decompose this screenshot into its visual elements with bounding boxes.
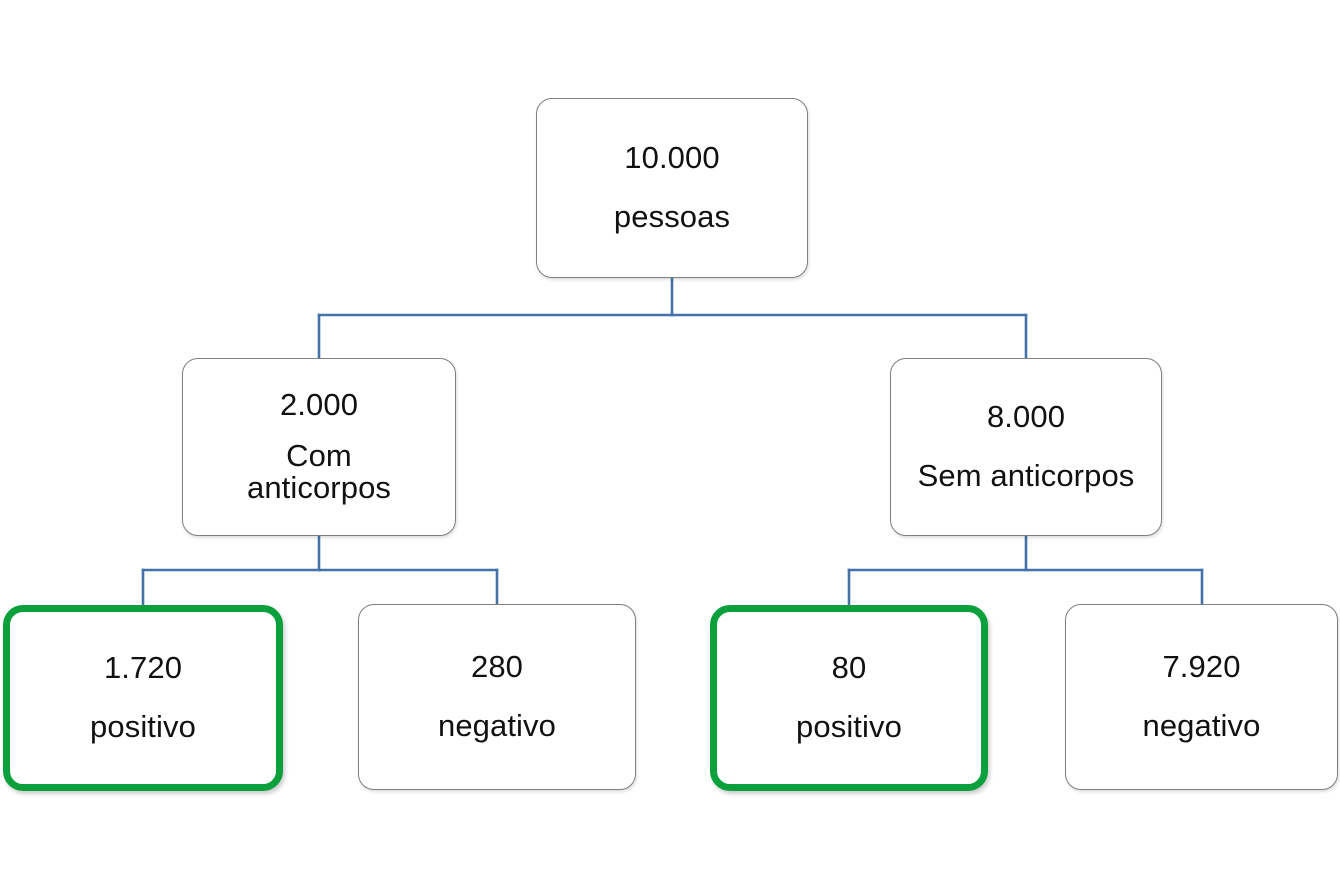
node-true-negative-count: 7.920: [1162, 649, 1241, 685]
node-true-negative: 7.920 negativo: [1065, 604, 1338, 790]
node-total-population-count: 10.000: [624, 140, 720, 176]
node-true-positive: 1.720 positivo: [3, 605, 283, 791]
node-true-positive-label: positivo: [90, 709, 196, 744]
node-with-antibodies-label-line1: Com: [286, 437, 352, 473]
node-without-antibodies: 8.000 Sem anticorpos: [890, 358, 1162, 536]
node-false-positive-label: positivo: [796, 709, 902, 744]
node-without-antibodies-label: Sem anticorpos: [917, 458, 1135, 493]
node-true-negative-label: negativo: [1142, 708, 1261, 743]
node-false-positive-count: 80: [831, 650, 867, 686]
node-total-population: 10.000 pessoas: [536, 98, 808, 278]
node-with-antibodies-count: 2.000: [279, 387, 359, 423]
node-true-positive-count: 1.720: [103, 650, 183, 686]
node-false-negative: 280 negativo: [358, 604, 636, 790]
node-with-antibodies-label-line2: anticorpos: [246, 470, 392, 506]
node-without-antibodies-count: 8.000: [986, 399, 1066, 435]
node-with-antibodies: 2.000 Com anticorpos: [182, 358, 456, 536]
node-total-population-label: pessoas: [613, 199, 731, 234]
node-false-negative-label: negativo: [437, 708, 556, 743]
node-false-positive: 80 positivo: [710, 605, 988, 791]
node-false-negative-count: 280: [470, 649, 524, 685]
